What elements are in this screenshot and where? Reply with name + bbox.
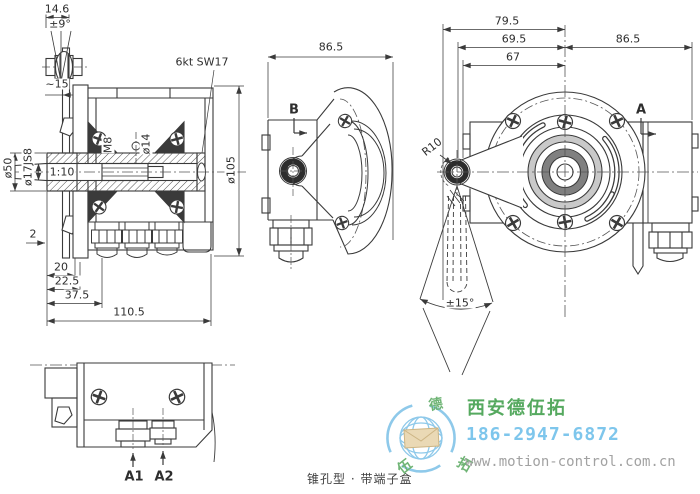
dim-79-5: 79.5 xyxy=(493,14,521,28)
bottom-view xyxy=(30,362,235,467)
label-hex-sw17: 6kt SW17 xyxy=(174,55,230,69)
watermark-logo xyxy=(386,404,456,473)
dim-hole-14: ø14 xyxy=(139,133,153,155)
dim-body-diameter: ø105 xyxy=(224,156,238,184)
label-taper-ratio: 1:10 xyxy=(48,165,76,179)
label-gland-a2: A2 xyxy=(154,469,174,485)
dim-bore-diameter: ø17JS8 xyxy=(21,148,35,186)
dim-22-5: 22.5 xyxy=(53,274,81,288)
dim-plate-thickness: 2 xyxy=(28,227,38,241)
section-label-b: B xyxy=(289,102,299,118)
dim-coupling-angle: ±9° xyxy=(48,17,72,31)
watermark-company: 西安德伍拓 xyxy=(467,398,567,419)
label-gland-a1: A1 xyxy=(124,469,144,485)
watermark-website: www.motion-control.com.cn xyxy=(465,454,676,470)
dim-69-5: 69.5 xyxy=(500,32,528,46)
dim-coupling-offset: ~15 xyxy=(44,77,70,91)
dim-coupling-width: 14.6 xyxy=(43,2,71,16)
rear-side-view xyxy=(261,54,394,270)
section-label-a: A xyxy=(635,102,647,118)
dim-86-5: 86.5 xyxy=(614,32,642,46)
logo-char-top: 德 xyxy=(427,395,445,415)
dim-20: 20 xyxy=(53,260,69,274)
side-section-view xyxy=(8,13,246,326)
dim-37-5: 37.5 xyxy=(63,288,91,302)
drawing-caption: 锥孔型 · 带端子盒 xyxy=(307,472,413,486)
dim-67: 67 xyxy=(505,50,521,64)
dim-swing-angle: ±15° xyxy=(444,296,476,310)
front-view xyxy=(419,24,699,376)
dim-hub-diameter: ø50 xyxy=(1,157,15,179)
watermark-phone: 186-2947-6872 xyxy=(466,424,620,445)
label-m8: M8 xyxy=(101,136,115,154)
dim-rear-width: 86.5 xyxy=(317,40,345,54)
envelope-icon xyxy=(403,427,440,449)
dim-110-5: 110.5 xyxy=(112,305,146,319)
